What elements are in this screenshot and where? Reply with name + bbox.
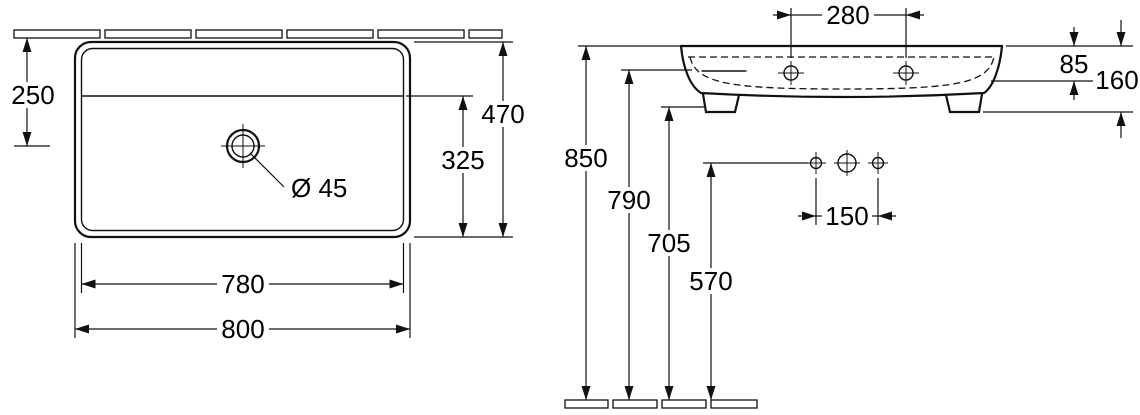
dim-470: 470 <box>414 41 529 238</box>
dim-570-label: 570 <box>689 266 732 296</box>
dim-280: 280 <box>773 0 924 58</box>
basin-plan-outline <box>73 40 412 239</box>
dim-tap-diameter-label: Ø 45 <box>291 173 347 203</box>
dim-705-label: 705 <box>647 228 690 258</box>
fixing-holes <box>806 150 888 176</box>
tap-hole-left <box>778 61 804 85</box>
dim-85: 85 <box>1055 27 1093 100</box>
dim-325: 325 <box>406 95 489 237</box>
dim-570: 570 <box>685 162 808 400</box>
dim-850: 850 <box>560 45 683 400</box>
left-bracket <box>701 92 741 114</box>
right-bracket <box>944 92 984 114</box>
dim-780-label: 780 <box>221 269 264 299</box>
dim-850-label: 850 <box>564 143 607 173</box>
dim-250: 250 <box>7 38 59 147</box>
dim-250-label: 250 <box>11 80 54 110</box>
plan-view: Ø 45 250 470 325 <box>7 29 529 344</box>
tap-hole <box>221 124 265 168</box>
dim-790: 790 <box>603 69 692 400</box>
tap-hole-right <box>893 61 919 85</box>
dim-800: 800 <box>74 243 411 344</box>
wall-section <box>13 29 503 39</box>
dim-325-label: 325 <box>441 145 484 175</box>
dim-150: 150 <box>798 178 896 231</box>
side-view: 280 150 850 <box>560 0 1140 409</box>
dim-160: 160 <box>1094 20 1140 138</box>
dim-tap-diameter: Ø 45 <box>249 152 347 203</box>
dim-790-label: 790 <box>607 185 650 215</box>
dim-780: 780 <box>80 243 405 299</box>
dim-150-label: 150 <box>825 201 868 231</box>
tap-hole-leader <box>249 152 285 188</box>
dim-705: 705 <box>643 106 705 400</box>
basin-profile <box>679 44 1004 114</box>
dim-470-label: 470 <box>481 99 524 129</box>
dim-160-label: 160 <box>1095 65 1138 95</box>
dim-280-label: 280 <box>826 0 869 30</box>
dim-85-label: 85 <box>1060 49 1089 79</box>
floor-section <box>564 399 758 409</box>
dim-800-label: 800 <box>221 314 264 344</box>
